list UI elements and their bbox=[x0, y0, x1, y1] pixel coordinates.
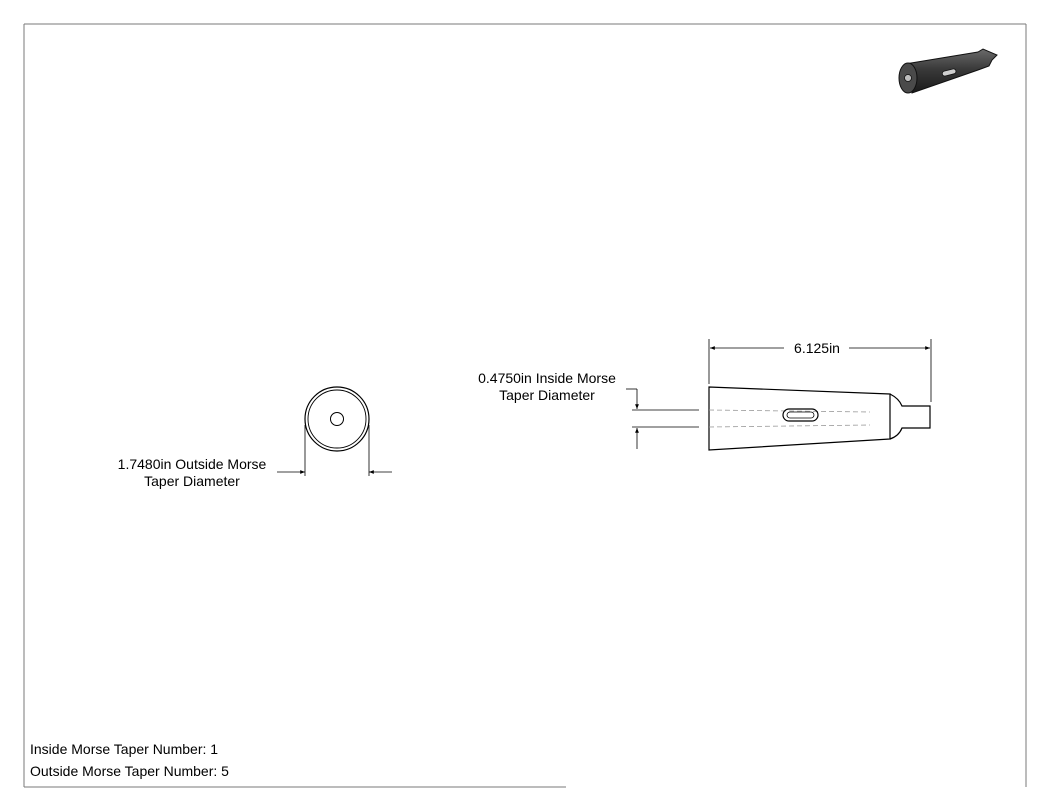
inside-diameter-label-line2: Taper Diameter bbox=[499, 387, 595, 403]
sheet-border bbox=[23, 23, 1027, 788]
outside-diameter-label-line1: 1.7480in Outside Morse bbox=[118, 456, 267, 472]
overall-length-label: 6.125in bbox=[794, 340, 840, 356]
end-view bbox=[277, 386, 392, 476]
outside-diameter-label-line2: Taper Diameter bbox=[144, 473, 240, 489]
inside-diameter-label-line1: 0.4750in Inside Morse bbox=[478, 370, 616, 386]
note-inside-taper-number: Inside Morse Taper Number: 1 bbox=[30, 741, 218, 757]
isometric-view bbox=[898, 48, 998, 94]
note-outside-taper-number: Outside Morse Taper Number: 5 bbox=[30, 763, 229, 779]
side-view bbox=[626, 339, 932, 451]
